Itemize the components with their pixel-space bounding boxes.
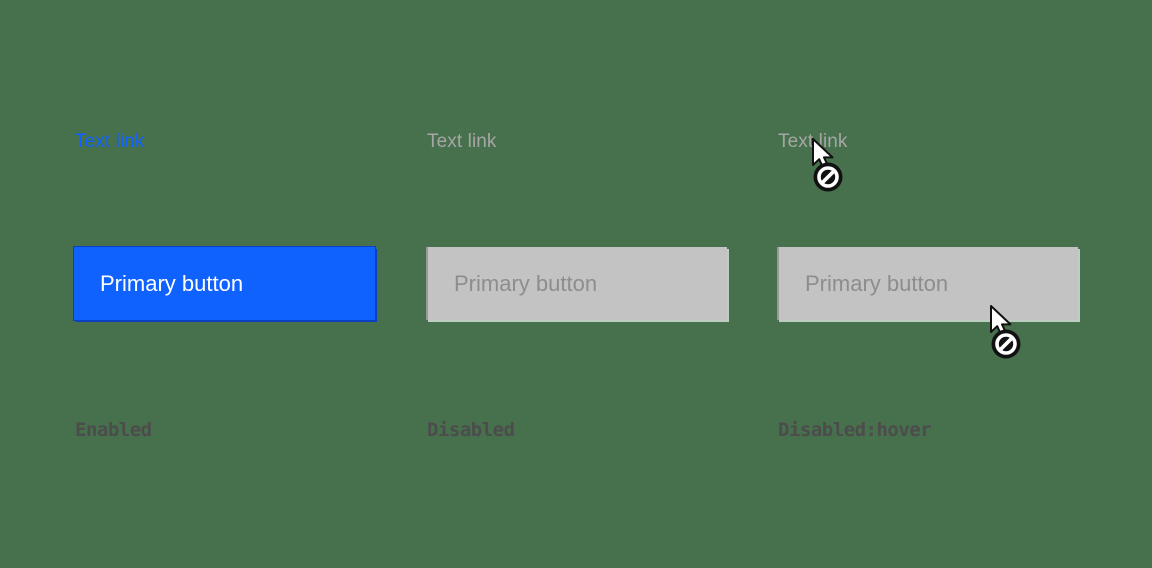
- primary-button-enabled[interactable]: Primary button: [74, 247, 375, 320]
- primary-button-disabled-hover: Primary button: [777, 247, 1078, 320]
- primary-button-disabled: Primary button: [426, 247, 727, 320]
- state-label-enabled: Enabled: [75, 419, 152, 441]
- state-label-disabled: Disabled: [427, 419, 515, 441]
- state-label-disabled-hover: Disabled:hover: [778, 419, 932, 441]
- text-link-disabled-hover: Text link: [778, 131, 848, 152]
- text-link-disabled: Text link: [427, 131, 497, 152]
- column-disabled: Text link Primary button Disabled: [426, 0, 727, 568]
- column-enabled: Text link Primary button Enabled: [74, 0, 375, 568]
- text-link-enabled[interactable]: Text link: [75, 131, 145, 152]
- column-disabled-hover: Text link Primary button Disabled:hover: [777, 0, 1078, 568]
